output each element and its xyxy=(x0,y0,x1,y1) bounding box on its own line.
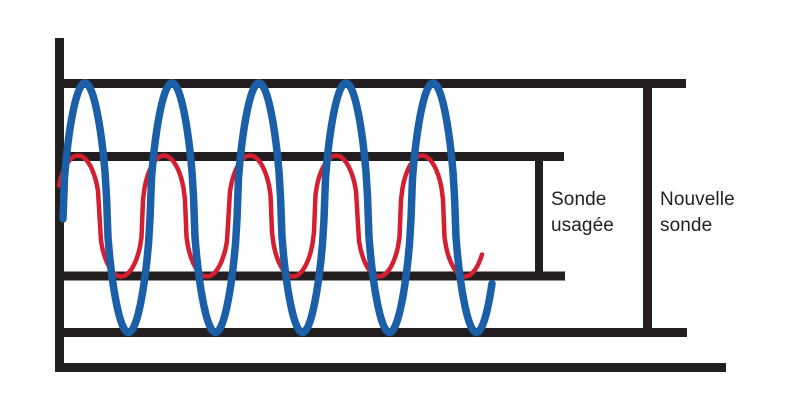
used-probe-wave xyxy=(56,153,485,279)
new-probe-label: Nouvelle sonde xyxy=(660,189,735,236)
used-probe-label: Sonde usagée xyxy=(551,189,614,236)
new-probe-wave xyxy=(59,79,496,337)
